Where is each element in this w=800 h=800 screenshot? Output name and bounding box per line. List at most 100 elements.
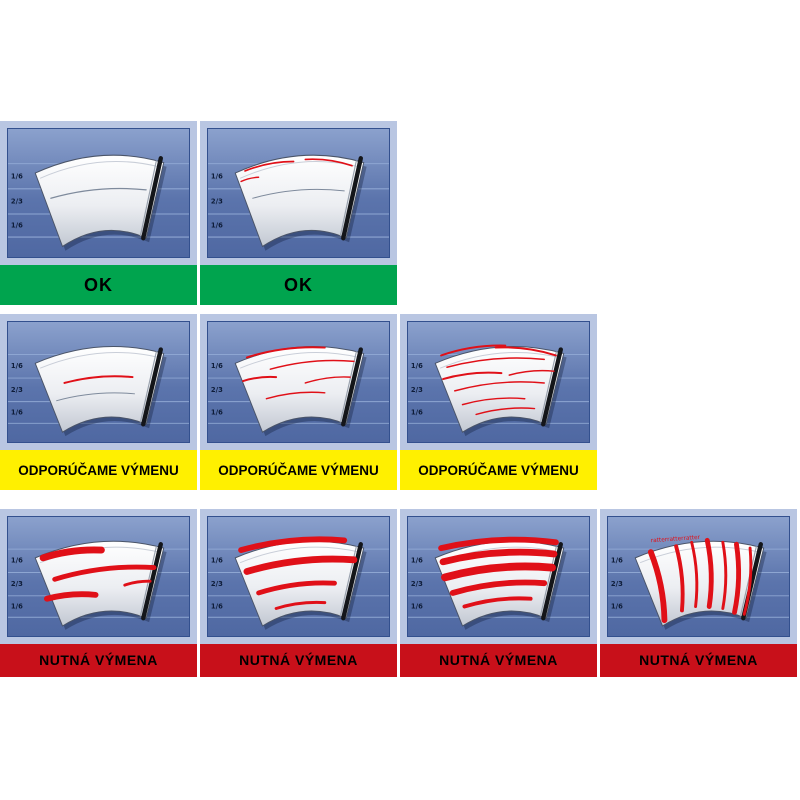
wipe-pattern-many-streaks: 1/6 2/3 1/6 [408,344,589,437]
streak-mark [704,537,714,609]
blade-highlight [139,351,157,423]
condition-cell-bad-2: 1/6 2/3 1/6 NUTNÁ VÝMENA [200,509,397,677]
wiped-area [234,154,365,248]
streak-mark [44,591,99,602]
condition-cell-warn-3: 1/6 2/3 1/6 ODPORÚČAME VÝMENU [400,314,597,490]
streak-mark [39,546,105,562]
streak-mark [690,540,699,608]
streak-mark [245,346,326,359]
tick-label: 1/6 [211,220,223,229]
fan-inner-highlight [439,352,559,369]
wipe-panel: 1/6 2/3 1/6 [200,121,397,265]
wiped-area [34,346,165,433]
wipe-pattern-several-streaks: 1/62/31/6 [208,346,389,437]
status-label-warn: ODPORÚČAME VÝMENU [400,450,597,490]
streak-mark [265,391,326,400]
tick-label: 1/6 [11,171,23,180]
wipe-pattern-long-smears: 1/6 2/3 1/6 [208,536,389,630]
tick-label: 1/6 [411,602,423,610]
tick-label: 1/6 [11,557,23,565]
streak-mark [256,580,337,596]
tick-label: 1/6 [211,171,223,180]
tick-label: 1/6 [11,408,23,416]
wiper-blade [541,542,563,621]
wiper-blade [541,347,563,427]
tick-label: 1/6 [211,602,223,610]
wipe-panel: 1/6 2/3 1/6 [200,509,397,644]
tick-label: 2/3 [211,580,223,588]
streak-mark [494,346,557,357]
status-label-bad: NUTNÁ VÝMENA [200,643,397,677]
streak-mark [242,375,278,382]
fan-inner-highlight [39,352,159,369]
wiped-area [34,154,165,248]
tick-label: 2/3 [11,580,23,588]
wiper-blade [141,156,163,241]
condition-cell-bad-1: 1/6 2/3 1/6 NUTNÁ VÝMENA [0,509,197,677]
tick-label: 1/6 [411,362,423,370]
wipe-pattern-minor-streaks: 1/6 2/3 1/6 [208,154,389,251]
tick-label: 2/3 [411,580,423,588]
status-label-bad: NUTNÁ VÝMENA [600,643,797,677]
condition-cell-warn-1: 1/6 2/3 1/6 ODPORÚČAME VÝMENU [0,314,197,490]
streak-mark [438,536,559,552]
tick-label: 2/3 [11,196,23,205]
wiper-blade [341,347,363,427]
wipe-panel: 1/6 2/3 1/6 [400,314,597,450]
streak-mark [674,544,685,613]
wiper-blade [341,156,363,241]
streak-mark [63,375,134,384]
streak-mark [50,187,147,199]
streak-mark [742,546,753,616]
streak-mark [439,548,558,566]
streak-mark [440,344,507,357]
streak-mark [304,158,353,167]
tick-label: 1/6 [211,408,223,416]
streak-mark [238,536,348,554]
streak-mark [123,579,152,587]
tick-label: 2/3 [11,386,23,394]
streak-mark [252,188,345,199]
streak-mark [462,596,533,609]
streak-mark [732,541,742,615]
wipe-pattern-heavy-bands: 1/6 2/3 1/6 [408,536,589,630]
tick-label: 2/3 [411,386,423,394]
wipe-panel: 1/6 2/3 1/6 [0,314,197,450]
streak-mark [449,579,548,596]
fan-inner-highlight [239,546,359,564]
wiper-blade [341,542,363,621]
status-label-bad: NUTNÁ VÝMENA [0,643,197,677]
tick-label: 1/6 [11,602,23,610]
condition-cell-bad-3: 1/6 2/3 1/6 NUTNÁ VÝMENA [400,509,597,677]
streak-mark [721,540,728,610]
streak-mark [441,562,556,582]
blade-highlight [539,351,557,423]
streak-mark [243,555,358,575]
wipe-pattern-thick-smears: 1/6 2/3 1/6 [8,540,189,630]
streak-mark [52,564,157,582]
blade-highlight [739,546,757,617]
status-label-bad: NUTNÁ VÝMENA [400,643,597,677]
status-label-warn: ODPORÚČAME VÝMENU [0,450,197,490]
status-label-ok: OK [200,265,397,305]
wipe-pattern-single-streak: 1/6 2/3 1/6 [8,346,189,437]
tick-label: 1/6 [411,408,423,416]
tick-label: 1/6 [11,362,23,370]
streak-mark [304,376,351,384]
tick-label: 1/6 [611,602,623,610]
streak-mark [240,176,260,183]
tick-label: 1/6 [411,557,423,565]
fan-inner-highlight [39,161,159,179]
streak-mark [269,359,355,370]
blade-highlight [339,351,357,423]
tick-label: 1/6 [211,557,223,565]
streak-mark [461,397,526,406]
tick-label: 2/3 [211,196,223,205]
wiper-blade [141,347,163,427]
